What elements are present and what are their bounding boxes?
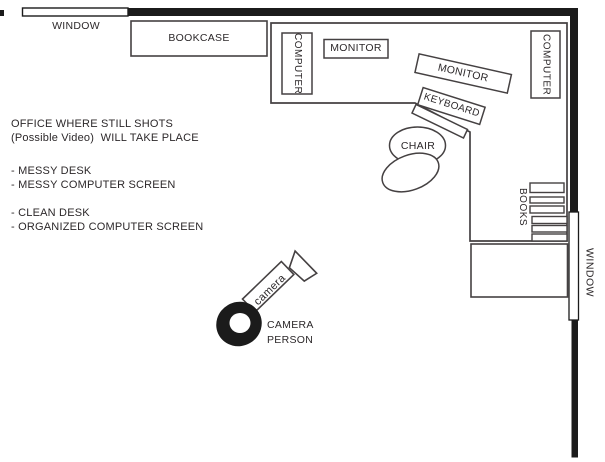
computer-left-box — [281, 32, 313, 95]
bookcase-box — [130, 20, 268, 57]
book-slat — [529, 196, 565, 204]
monitor-left-label: MONITOR — [330, 42, 382, 55]
book-slat — [529, 205, 565, 214]
monitor-right-box — [414, 53, 513, 94]
camera-person-label-line2: PERSON — [267, 333, 314, 346]
books-stack — [529, 182, 568, 242]
computer-right-label: COMPUTER — [540, 33, 552, 96]
chair-back — [381, 152, 440, 193]
book-slat — [531, 215, 568, 225]
window-right-label: WINDOW — [583, 248, 596, 298]
person-ring-hole — [229, 313, 251, 333]
notes-line: - MESSY COMPUTER SCREEN — [11, 179, 176, 191]
bookcase-label: BOOKCASE — [168, 32, 230, 45]
clean-desk-box — [470, 243, 569, 298]
camera-person-label-line1: CAMERA — [267, 318, 314, 331]
wall-right-lower — [571, 319, 578, 458]
desk-corner-panel — [411, 103, 469, 140]
camera-lens — [288, 249, 318, 283]
notes-line: OFFICE WHERE STILL SHOTS — [11, 118, 174, 130]
window-top — [21, 7, 129, 17]
window-top-label: WINDOW — [52, 19, 100, 32]
wall-right-upper — [570, 8, 578, 212]
wall-top — [127, 8, 578, 16]
notes-line: - CLEAN DESK — [11, 207, 90, 219]
notes-line: (Possible Video) WILL TAKE PLACE — [11, 132, 199, 144]
keyboard-box — [416, 86, 487, 126]
wall-stub-left — [0, 10, 4, 16]
book-slat — [529, 182, 565, 194]
window-right — [568, 211, 580, 321]
books-label: BOOKS — [517, 187, 528, 227]
computer-left-label: COMPUTER — [292, 32, 303, 95]
notes-line: - ORGANIZED COMPUTER SCREEN — [11, 221, 204, 233]
book-slat — [531, 224, 568, 233]
chair-label: CHAIR — [400, 139, 436, 152]
computer-right-box — [530, 30, 561, 99]
camera — [241, 249, 318, 314]
notes-line: - MESSY DESK — [11, 165, 92, 177]
book-slat — [531, 233, 568, 242]
monitor-left-box — [323, 38, 389, 59]
